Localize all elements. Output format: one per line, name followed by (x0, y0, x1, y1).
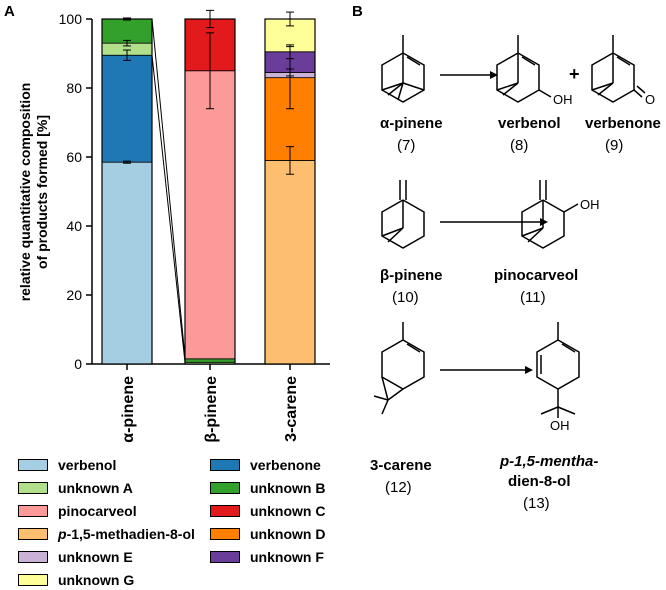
verbenol-structure (496, 35, 552, 103)
menthadienol-label-line1: p-1,5-mentha- (499, 453, 598, 470)
legend-item: unknown A (18, 478, 133, 498)
legend-swatch (210, 482, 240, 494)
3-carene-number: (12) (385, 479, 412, 496)
menthadienol-label-line2: dien-8-ol (508, 473, 571, 490)
beta-pinene-number: (10) (392, 289, 419, 306)
menthadienol-number: (13) (523, 495, 550, 512)
bar-segment (264, 160, 316, 365)
verbenone-structure (591, 35, 646, 103)
verbenone-label: verbenone (585, 115, 661, 132)
connector-line (151, 55, 186, 363)
legend-label: pinocarveol (58, 503, 137, 519)
legend-label: unknown D (250, 526, 326, 542)
legend-item: p-1,5-methadien-8-ol (18, 524, 195, 544)
pinocarveol-label: pinocarveol (494, 267, 578, 284)
bar-segment (101, 54, 153, 163)
beta-pinene-structure (381, 180, 425, 249)
legend-label: verbenol (58, 457, 117, 473)
menthadienol-structure (536, 322, 580, 418)
stacked-bar-chart: A 0 20 40 60 80 100 α-pinene β-pinene 3-carene r… (4, 3, 330, 443)
legend-swatch (210, 505, 240, 517)
y-axis-title-line1: relative quantitative composition (17, 83, 33, 302)
legend-swatch (18, 505, 48, 517)
bar-segment (101, 18, 153, 44)
verbenone-number: (9) (605, 137, 623, 154)
beta-pinene-label: β-pinene (380, 267, 443, 284)
x-tick-label: α-pinene (120, 376, 137, 443)
legend-item: verbenol (18, 455, 116, 475)
alpha-pinene-label: α-pinene (380, 115, 443, 132)
arrow-head-3 (525, 366, 533, 374)
legend-swatch (18, 459, 48, 471)
plot-area: 0 20 40 60 80 100 α-pinene β-pinene 3-carene (59, 9, 330, 443)
verbenol-oh-label: OH (553, 92, 573, 107)
legend-item: unknown G (18, 570, 134, 590)
connector-line (151, 18, 186, 358)
x-tick-label: 3-carene (283, 376, 300, 442)
legend-item: verbenone (210, 455, 321, 475)
x-tick-label: β-pinene (203, 376, 220, 443)
legend-item: unknown F (210, 547, 324, 567)
y-tick-label: 20 (66, 287, 82, 303)
legend-label: p-1,5-methadien-8-ol (58, 526, 195, 542)
verbenone-o-label: O (645, 92, 655, 107)
legend-item: unknown D (210, 524, 325, 544)
y-axis-title: relative quantitative composition of pro… (17, 83, 50, 302)
legend-swatch (18, 551, 48, 563)
plus-sign: + (569, 64, 580, 84)
y-tick-label: 80 (66, 80, 82, 96)
legend-label: unknown E (58, 549, 133, 565)
legend-label: unknown B (250, 480, 326, 496)
bar-segment (184, 358, 236, 363)
panel-letter-a: A (4, 3, 15, 20)
legend-item: unknown B (210, 478, 325, 498)
y-tick-label: 40 (66, 218, 82, 234)
legend-swatch (18, 482, 48, 494)
legend-item: unknown E (18, 547, 133, 567)
pinocarveol-oh-label: OH (580, 197, 600, 212)
y-tick-label: 100 (59, 11, 83, 27)
legend-item: pinocarveol (18, 501, 137, 521)
legend-label: unknown A (58, 480, 133, 496)
legend-label: unknown G (58, 572, 135, 588)
legend-swatch (210, 528, 240, 540)
chart-legend: verbenol verbenone unknown A unknown B pinoc… (18, 455, 338, 588)
y-axis-title-line2: of products formed [%] (34, 115, 50, 269)
menthadienol-oh-label: OH (550, 418, 570, 433)
verbenol-label: verbenol (498, 115, 561, 132)
y-tick-label: 60 (66, 149, 82, 165)
reaction-schemes: B OH + O α-pinene (7) verbenol (8) verbe… (352, 3, 661, 512)
pinocarveol-number: (11) (520, 289, 546, 306)
pinocarveol-structure (521, 180, 579, 249)
bar-segment (101, 161, 153, 365)
bar-segment (184, 70, 236, 360)
legend-item: unknown C (210, 501, 325, 521)
3-carene-label: 3-carene (370, 457, 432, 474)
legend-label: unknown F (250, 549, 324, 565)
alpha-pinene-structure (381, 35, 425, 103)
legend-swatch (210, 551, 240, 563)
y-tick-label: 0 (74, 356, 82, 372)
legend-swatch (18, 528, 48, 540)
legend-label: verbenone (250, 457, 321, 473)
verbenol-number: (8) (510, 137, 528, 154)
legend-label: unknown C (250, 503, 326, 519)
arrow-head-1 (490, 71, 498, 79)
legend-swatch (210, 459, 240, 471)
panel-letter-b: B (352, 3, 363, 20)
legend-swatch (18, 574, 48, 586)
arrow-head-2 (540, 218, 548, 226)
alpha-pinene-number: (7) (397, 137, 415, 154)
3-carene-structure (373, 322, 425, 415)
